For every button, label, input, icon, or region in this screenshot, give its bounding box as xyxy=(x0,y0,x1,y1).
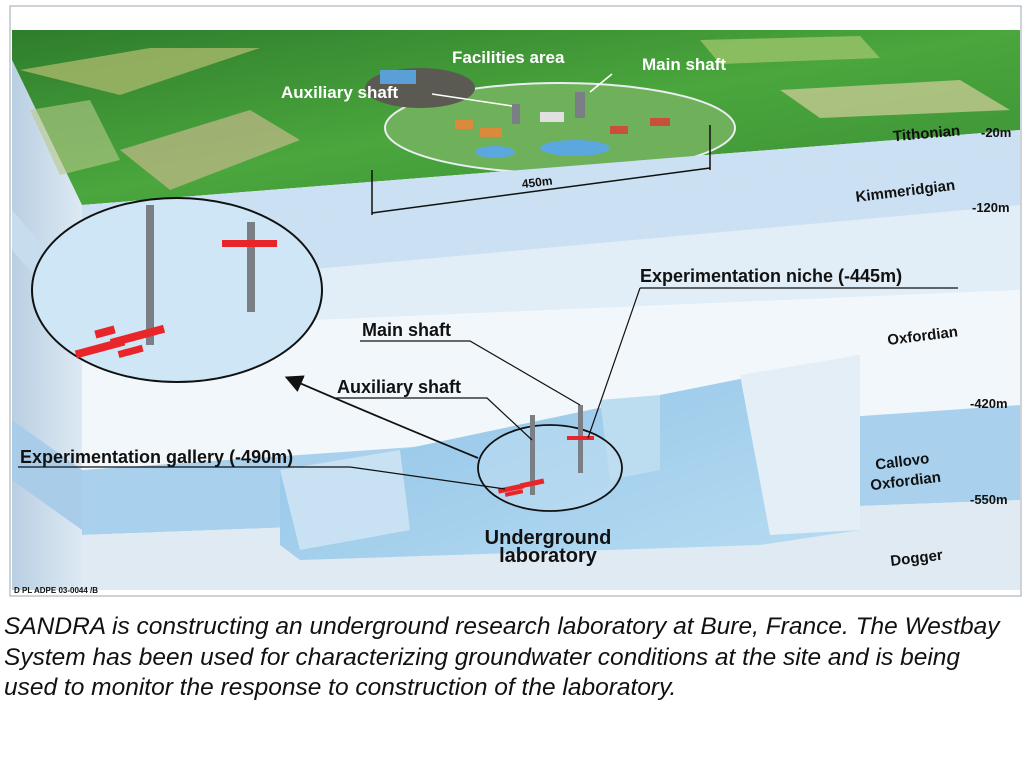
field-strip xyxy=(700,36,880,64)
underground-laboratory-label-line1: Underground xyxy=(485,527,612,549)
experimentation-gallery-label: Experimentation gallery (-490m) xyxy=(20,447,293,467)
stratum-name-tithonian: Tithonian xyxy=(892,122,960,145)
stratum-oxfordian xyxy=(82,290,1020,470)
figure-credit: D PL ADPE 03-0044 /B xyxy=(14,586,98,595)
cavern-wall xyxy=(740,355,860,535)
inset-auxiliary-shaft xyxy=(146,205,154,345)
distance-line xyxy=(371,167,711,214)
field-strip xyxy=(20,48,260,95)
field-strip xyxy=(30,100,120,175)
zoom-inset xyxy=(31,197,323,383)
stratum-name-callovo: Callovo xyxy=(874,450,930,473)
building xyxy=(455,120,473,129)
field-strip xyxy=(780,80,1010,118)
inset-main-shaft xyxy=(247,222,255,312)
gallery-leader xyxy=(18,466,506,490)
auxiliary-shaft-label: Auxiliary shaft xyxy=(337,377,461,397)
left-face-stratum-lower xyxy=(12,420,82,530)
headframe xyxy=(575,92,585,118)
experimentation-niche-label: Experimentation niche (-445m) xyxy=(640,266,902,286)
building xyxy=(610,126,628,134)
pond xyxy=(540,140,610,156)
pond xyxy=(475,146,515,158)
main-shaft-top-label: Main shaft xyxy=(642,55,726,74)
auxiliary-shaft-top-label: Auxiliary shaft xyxy=(281,83,398,102)
building xyxy=(540,112,564,122)
underground-laboratory-outline xyxy=(477,424,623,512)
site-cross-section-diagram: 450m Facilities area Main shaft Auxiliar… xyxy=(9,5,1022,597)
depth-marker-kimmeridgian: -120m xyxy=(972,200,1010,215)
building xyxy=(650,118,670,126)
auxiliary-shaft-top-leader xyxy=(431,93,513,107)
experimentation-niche xyxy=(567,436,594,440)
main-shaft-label: Main shaft xyxy=(362,320,451,340)
facilities-area-label: Facilities area xyxy=(452,48,565,67)
depth-marker-oxfordian: -420m xyxy=(970,396,1008,411)
main-shaft-top-leader xyxy=(589,73,613,93)
auxiliary-shaft-leader xyxy=(335,397,533,441)
depth-marker-tithonian: -20m xyxy=(981,125,1011,140)
inset-experimentation-niche xyxy=(222,240,277,247)
depth-marker-callovo-oxfordian: -550m xyxy=(970,492,1008,507)
building xyxy=(480,128,502,137)
stratum-name-dogger: Dogger xyxy=(889,547,943,570)
field-strip xyxy=(120,110,300,190)
main-shaft-leader xyxy=(360,340,581,406)
pond xyxy=(380,70,416,84)
zoom-arrow xyxy=(284,375,479,459)
distance-label: 450m xyxy=(521,174,553,192)
inset-experimentation-gallery xyxy=(74,324,166,359)
figure-caption: SANDRA is constructing an underground re… xyxy=(4,613,1000,701)
headframe xyxy=(512,104,520,124)
auxiliary-shaft xyxy=(530,415,535,495)
cavern-wall xyxy=(280,450,410,550)
underground-laboratory-label-line2: laboratory xyxy=(499,545,598,567)
niche-leader xyxy=(587,287,641,439)
experimentation-gallery xyxy=(497,478,545,497)
